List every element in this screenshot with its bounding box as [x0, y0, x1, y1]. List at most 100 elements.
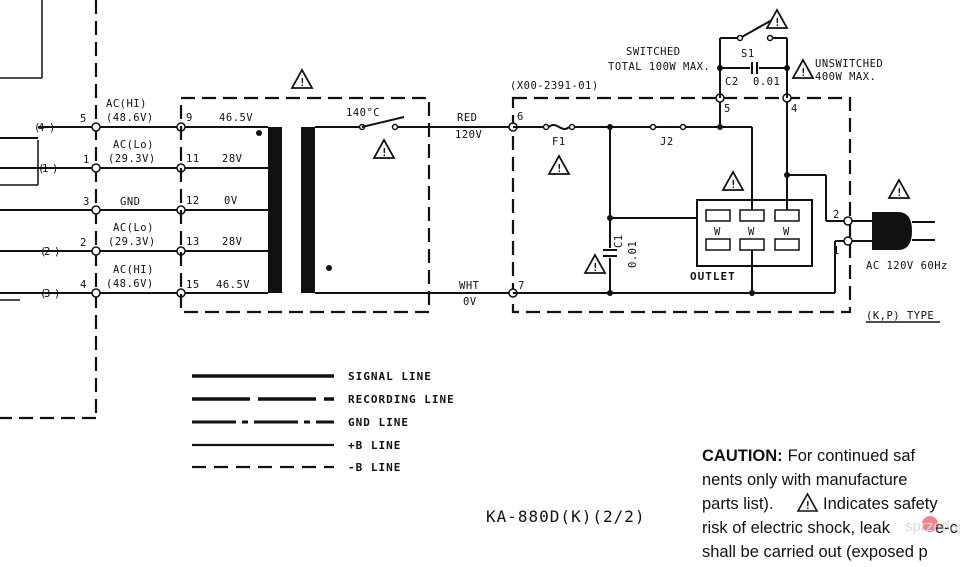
svg-text:!: !: [800, 66, 808, 79]
ac-rating: AC 120V 60Hz: [866, 260, 948, 272]
conn-ref-4: 4: [38, 122, 45, 134]
board: (X00-2391-01) 6 7 F1 J2 C1 0.01: [508, 80, 852, 314]
legend-minus-b: -B LINE: [348, 461, 401, 474]
svg-text:28V: 28V: [222, 236, 243, 248]
svg-text:UNSWITCHED: UNSWITCHED: [815, 58, 883, 70]
warning-icon: !: [721, 170, 745, 191]
warning-icon: !: [796, 492, 819, 512]
svg-text:15: 15: [186, 279, 200, 291]
svg-text:WHT: WHT: [459, 280, 480, 292]
pin-2-label: AC(Lo): [113, 222, 154, 234]
svg-text:): ): [49, 122, 56, 134]
svg-text:!: !: [730, 178, 738, 191]
svg-text:0V: 0V: [224, 195, 238, 207]
svg-text:Indicates safety: Indicates safety: [823, 495, 938, 513]
svg-text:nents only with manufacture: nents only with manufacture: [702, 471, 907, 489]
svg-text:0V: 0V: [463, 296, 477, 308]
transformer: 140°C: [179, 96, 513, 314]
switch-label: S1: [741, 48, 755, 60]
warning-icons: ! ! ! ! ! ! ! !: [290, 8, 911, 274]
svg-text:(: (: [40, 288, 47, 300]
right-pin-labels: 9 46.5V 11 28V 12 0V 13 28V 15 46.5V: [186, 112, 253, 291]
svg-text:0.01: 0.01: [753, 76, 780, 88]
svg-text:!: !: [592, 261, 600, 274]
svg-text:TOTAL 100W MAX.: TOTAL 100W MAX.: [608, 61, 710, 73]
svg-text:120V: 120V: [455, 129, 482, 141]
svg-text:e-c: e-c: [935, 519, 958, 537]
fuse-label: F1: [552, 136, 566, 148]
warning-icon: !: [583, 253, 607, 274]
svg-text:W: W: [783, 226, 790, 238]
svg-text:12: 12: [186, 195, 200, 207]
svg-text:SWITCHED: SWITCHED: [626, 46, 681, 58]
svg-text:2: 2: [833, 209, 840, 221]
svg-text:): ): [52, 163, 59, 175]
svg-text:!: !: [556, 162, 564, 175]
svg-text:CAUTION:For continued saf: CAUTION:For continued saf: [702, 447, 916, 465]
svg-text:46.5V: 46.5V: [216, 279, 250, 291]
thermal-switch-label: 140°C: [346, 107, 380, 119]
watermark: sprzedajemy: [905, 516, 960, 535]
svg-text:W: W: [714, 226, 721, 238]
warning-icon: !: [547, 154, 571, 175]
conn-ref-3: 3: [44, 288, 51, 300]
pin-4-label: AC(HI): [113, 264, 154, 276]
pin-1-voltage: (29.3V): [108, 153, 156, 165]
svg-text:!: !: [299, 76, 307, 89]
svg-text:parts list).: parts list).: [702, 495, 774, 513]
pin-2-voltage: (29.3V): [108, 236, 156, 248]
primary-labels: RED 120V WHT 0V: [455, 112, 482, 308]
outlet-label: OUTLET: [690, 270, 736, 283]
pin-4-voltage: (48.6V): [106, 278, 154, 290]
svg-text:5: 5: [724, 103, 731, 115]
line-legend: SIGNAL LINE RECORDING LINE GND LINE +B L…: [192, 370, 455, 474]
legend-recording: RECORDING LINE: [348, 393, 455, 406]
svg-text:9: 9: [186, 112, 193, 124]
svg-text:(: (: [38, 163, 45, 175]
warning-icon: !: [372, 138, 396, 159]
svg-text:4: 4: [791, 103, 798, 115]
svg-text:400W MAX.: 400W MAX.: [815, 71, 876, 83]
svg-text:!: !: [774, 16, 782, 29]
pin-5-voltage: (48.6V): [106, 112, 154, 124]
board-part-number: (X00-2391-01): [510, 80, 599, 92]
pin-3-label: GND: [120, 196, 140, 208]
svg-text:W: W: [748, 226, 755, 238]
svg-text:28V: 28V: [222, 153, 243, 165]
pin-1-label: AC(Lo): [113, 139, 154, 151]
left-section: [0, 0, 98, 420]
c1-value: 0.01: [627, 241, 639, 268]
svg-text:): ): [54, 246, 61, 258]
svg-text:shall be carried out (exposed: shall be carried out (exposed p: [702, 543, 928, 561]
svg-text:sprzedajemy: sprzedajemy: [905, 518, 960, 535]
legend-gnd: GND LINE: [348, 416, 409, 429]
svg-text:46.5V: 46.5V: [219, 112, 253, 124]
svg-text:C2: C2: [725, 76, 739, 88]
pin-1: 1: [83, 154, 90, 166]
pin-3: 3: [83, 196, 90, 208]
svg-text:!: !: [381, 146, 389, 159]
jumper-label: J2: [660, 136, 674, 148]
c1-label: C1: [613, 234, 625, 248]
pin-4: 4: [80, 279, 87, 291]
svg-text:11: 11: [186, 153, 200, 165]
switch-s1: S1 C2 0.01 SWITCHED TOTAL 100W MAX. UNSW…: [608, 19, 883, 98]
svg-text:1: 1: [833, 245, 840, 257]
ac-plug: 2 1 AC 120V 60Hz (K,P) TYPE: [833, 209, 948, 323]
svg-text:): ): [54, 288, 61, 300]
svg-text:7: 7: [518, 280, 525, 292]
warning-icon: !: [887, 178, 911, 199]
conn-ref-1: 1: [42, 163, 49, 175]
svg-text:!: !: [896, 186, 904, 199]
warning-icon: !: [290, 68, 314, 89]
pin-2: 2: [80, 237, 87, 249]
model-title: KA-880D(K)(2/2): [486, 507, 646, 526]
svg-text:6: 6: [517, 111, 524, 123]
legend-signal: SIGNAL LINE: [348, 370, 432, 383]
legend-plus-b: +B LINE: [348, 439, 401, 452]
connector-refs: 4 1 2 3 () () () (): [0, 122, 96, 300]
conn-ref-2: 2: [44, 246, 51, 258]
svg-text:!: !: [805, 499, 813, 512]
svg-text:(: (: [34, 122, 41, 134]
